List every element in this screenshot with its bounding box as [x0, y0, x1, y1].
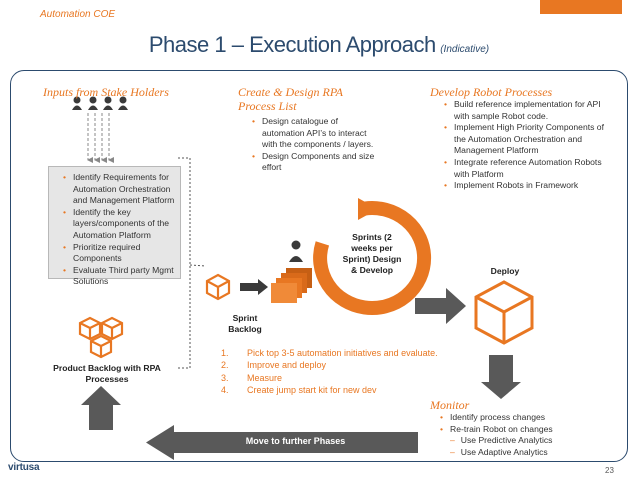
create-item: Design Components and size effort [252, 151, 377, 174]
inputs-item: Identify Requirements for Automation Orc… [63, 172, 176, 207]
org-label: Automation COE [40, 9, 116, 20]
header-accent-bar [540, 0, 622, 14]
deploy-cube-icon [474, 280, 534, 345]
monitor-list: Identify process changes Re-train Robot … [440, 412, 553, 458]
develop-heading: Develop Robot Processes [430, 85, 553, 99]
develop-list: Build reference implementation for API w… [442, 99, 614, 192]
sprint-backlog-arrow [240, 279, 268, 295]
monitor-item: Identify process changes [440, 412, 553, 424]
sprint-backlog-label: Sprint Backlog [228, 313, 262, 334]
input-dashed-arrows [87, 113, 114, 163]
bracket-connector [189, 264, 207, 267]
inputs-item: Prioritize required Components [63, 242, 176, 265]
page-title: Phase 1 – Execution Approach (Indicative… [0, 32, 638, 58]
title-note: (Indicative) [440, 44, 490, 55]
developer-person-icon [289, 240, 303, 262]
develop-item: Integrate reference Automation Robots wi… [444, 157, 614, 180]
sprints-label: Sprints (2 weeks per Sprint) Design & De… [342, 232, 402, 275]
steps-list: 1.Pick top 3-5 automation initiatives an… [221, 347, 438, 396]
inputs-item: Evaluate Third party Mgmt Solutions [63, 265, 176, 288]
inputs-item: Identify the key layers/components of th… [63, 207, 176, 242]
content-frame [10, 70, 628, 462]
inputs-heading: Inputs from Stake Holders [43, 85, 169, 99]
monitor-heading: Monitor [430, 398, 470, 412]
stakeholder-people-icon [72, 96, 128, 110]
move-further-label: Move to further Phases [245, 436, 346, 446]
title-text: Phase 1 – Execution Approach [148, 32, 436, 57]
product-backlog-cubes-icon [78, 316, 124, 359]
create-item: Design catalogue of automation API’s to … [252, 116, 377, 151]
step-item: 2.Improve and deploy [221, 360, 327, 371]
inputs-box: Identify Requirements for Automation Orc… [48, 166, 181, 286]
stacked-documents-icon [271, 268, 312, 303]
down-arrow [481, 355, 521, 399]
sprint-backlog-cube-icon [205, 273, 231, 301]
develop-item: Implement High Priority Components of th… [444, 122, 614, 157]
product-backlog-label: Product Backlog with RPA Processes [53, 363, 161, 384]
monitor-subitem: Use Predictive Analytics [440, 435, 553, 447]
step-item: 3.Measure [221, 372, 283, 383]
create-list: Design catalogue of automation API’s to … [250, 116, 377, 174]
bracket [178, 157, 191, 369]
create-heading: Create & Design RPA Process List [238, 85, 343, 113]
step-item: 4.Create jump start kit for new dev [221, 384, 377, 395]
step-item: 1.Pick top 3-5 automation initiatives an… [221, 348, 438, 358]
up-arrow [81, 386, 121, 430]
deploy-arrow [415, 288, 466, 324]
deploy-label: Deploy [490, 266, 520, 276]
monitor-subitem: Use Adaptive Analytics [440, 447, 553, 459]
monitor-item: Re-train Robot on changes [440, 424, 553, 436]
move-further-arrow [146, 425, 418, 460]
page-number: 23 [605, 466, 614, 475]
sprint-cycle-icon [313, 198, 432, 315]
company-logo: virtusa [8, 462, 40, 473]
develop-item: Build reference implementation for API w… [444, 99, 614, 122]
inputs-list: Identify Requirements for Automation Orc… [61, 172, 176, 288]
develop-item: Implement Robots in Framework [444, 180, 614, 192]
